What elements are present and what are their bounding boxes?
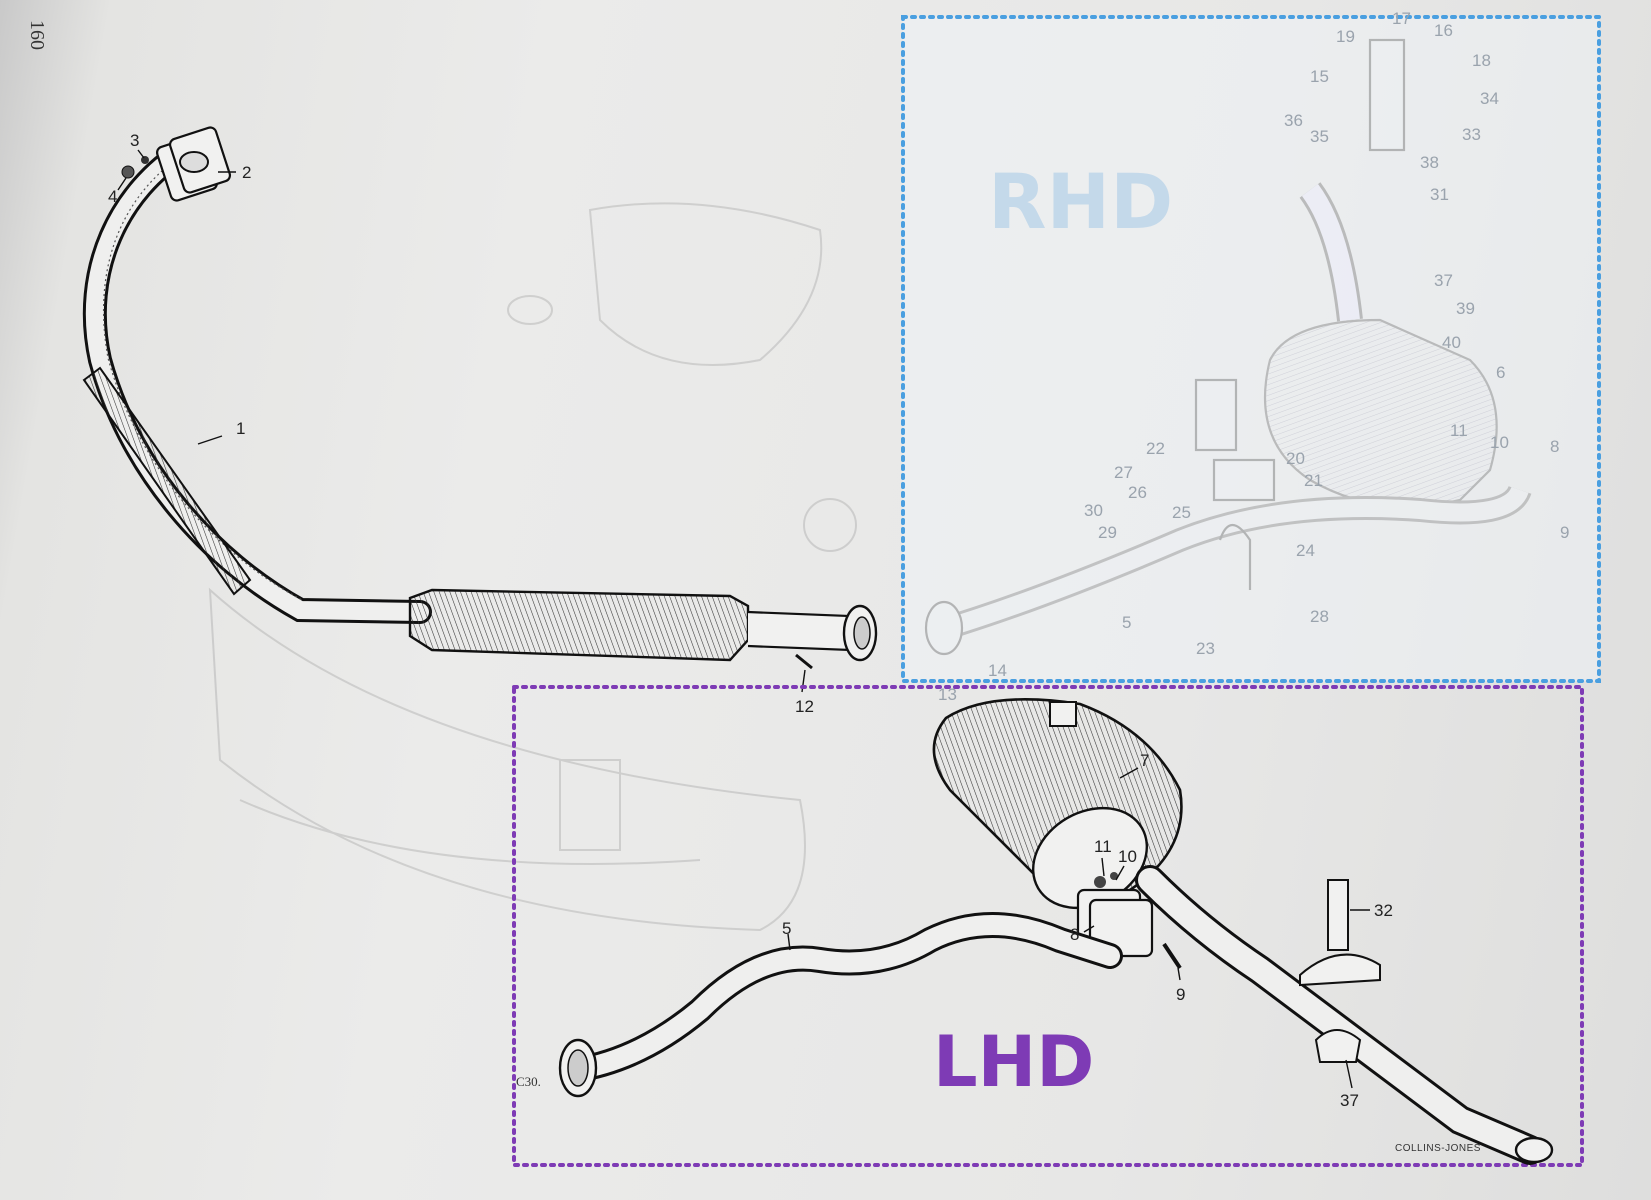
svg-text:10: 10 [1490, 433, 1509, 452]
svg-text:25: 25 [1172, 503, 1191, 522]
heat-shield [82, 366, 252, 596]
svg-text:14: 14 [988, 661, 1007, 680]
svg-text:29: 29 [1098, 523, 1117, 542]
svg-text:16: 16 [1434, 21, 1453, 40]
flange-bolt [795, 653, 813, 670]
svg-text:33: 33 [1462, 125, 1481, 144]
callout-10: 10 [1118, 847, 1137, 866]
svg-text:6: 6 [1496, 363, 1505, 382]
callout-32: 32 [1374, 901, 1393, 920]
artist-credit: COLLINS-JONES [1395, 1143, 1481, 1154]
callout-7: 7 [1140, 751, 1149, 770]
callout-4: 4 [108, 187, 117, 206]
svg-text:27: 27 [1114, 463, 1133, 482]
lhd-bracket-32 [1299, 879, 1381, 987]
front-resonator [408, 588, 750, 662]
svg-text:31: 31 [1430, 185, 1449, 204]
svg-text:11: 11 [1450, 421, 1468, 440]
svg-text:21: 21 [1304, 471, 1323, 490]
callout-3: 3 [130, 131, 139, 150]
svg-text:28: 28 [1310, 607, 1329, 626]
rhd-callouts: 5 6 8 9 10 11 13 14 15 16 17 18 19 20 21… [938, 9, 1569, 704]
svg-text:39: 39 [1456, 299, 1475, 318]
lhd-silencer [932, 698, 1183, 970]
bleed-through-artwork [208, 202, 857, 932]
callout-12: 12 [795, 697, 814, 716]
front-pipe [82, 138, 432, 624]
lhd-label: LHD [933, 1021, 1094, 1103]
svg-text:19: 19 [1336, 27, 1355, 46]
svg-text:22: 22 [1146, 439, 1165, 458]
svg-text:9: 9 [1560, 523, 1569, 542]
svg-text:5: 5 [1122, 613, 1131, 632]
svg-text:13: 13 [938, 685, 957, 704]
callout-9: 9 [1176, 985, 1185, 1004]
callout-5: 5 [782, 919, 791, 938]
page-number: 160 [26, 20, 48, 50]
callout-1: 1 [236, 419, 245, 438]
svg-text:38: 38 [1420, 153, 1439, 172]
svg-text:23: 23 [1196, 639, 1215, 658]
manifold-flange [121, 126, 232, 202]
callout-2: 2 [242, 163, 251, 182]
figure-code: C30. [516, 1074, 541, 1089]
svg-text:26: 26 [1128, 483, 1147, 502]
lhd-clip-37 [1314, 1029, 1362, 1063]
lhd-region-outline [512, 685, 1584, 1167]
svg-text:34: 34 [1480, 89, 1499, 108]
svg-text:20: 20 [1286, 449, 1305, 468]
callout-8: 8 [1070, 925, 1079, 944]
svg-text:36: 36 [1284, 111, 1303, 130]
svg-text:17: 17 [1392, 9, 1411, 28]
lhd-region: 7 11 10 8 9 5 32 37 LHD [512, 685, 1584, 1167]
rhd-label: RHD [988, 157, 1173, 246]
svg-text:18: 18 [1472, 51, 1491, 70]
rhd-region-outline [901, 15, 1601, 683]
callout-11: 11 [1094, 837, 1112, 856]
front-pipe-assembly: 1 2 3 4 12 [82, 126, 878, 716]
svg-text:40: 40 [1442, 333, 1461, 352]
svg-text:30: 30 [1084, 501, 1103, 520]
svg-text:8: 8 [1550, 437, 1559, 456]
callout-37: 37 [1340, 1091, 1359, 1110]
rhd-region: 5 6 8 9 10 11 13 14 15 16 17 18 19 20 21… [901, 9, 1601, 704]
rhd-silencer [1263, 318, 1498, 508]
svg-text:37: 37 [1434, 271, 1453, 290]
svg-text:35: 35 [1310, 127, 1329, 146]
svg-text:24: 24 [1296, 541, 1315, 560]
svg-text:15: 15 [1310, 67, 1329, 86]
